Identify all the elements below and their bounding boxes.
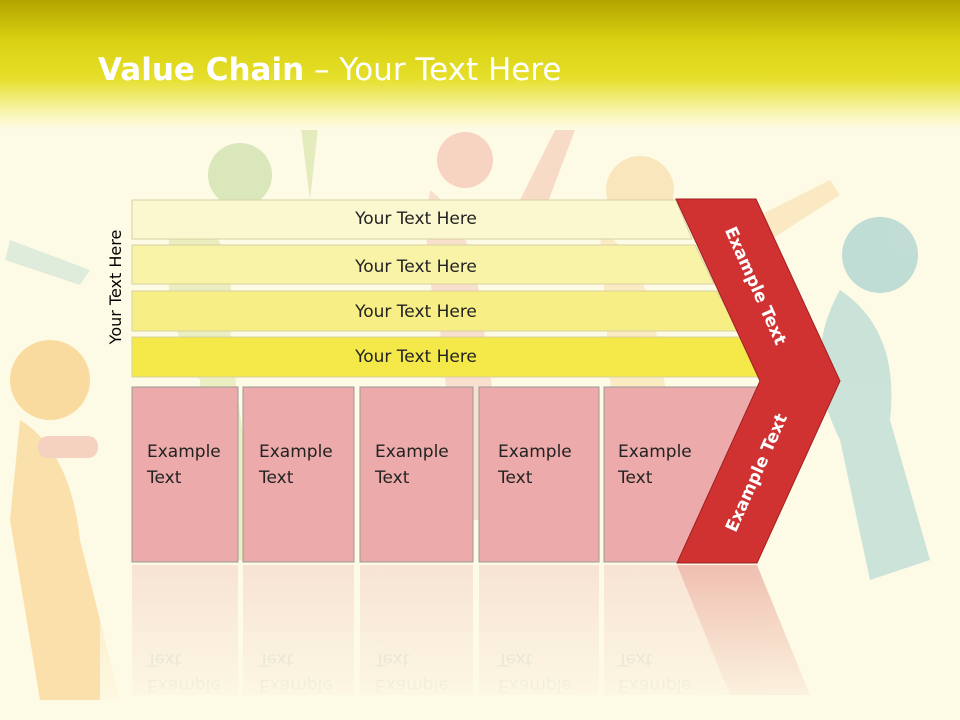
- primary-activity-label-1: Example Text: [147, 439, 221, 491]
- activity-line1: Example: [375, 442, 449, 462]
- primary-activity-label-4: Example Text: [498, 439, 572, 491]
- primary-activity-1: [131, 386, 239, 563]
- activity-line2: Text: [375, 468, 410, 488]
- activity-line2: Text: [618, 468, 653, 488]
- primary-activity-2: [242, 386, 355, 563]
- slide-title-bold: Value Chain: [98, 52, 305, 88]
- primary-activity-label-2: Example Text: [259, 439, 333, 491]
- support-band-label-4: Your Text Here: [355, 347, 477, 367]
- title-bar: [0, 0, 960, 130]
- activity-line1: Example: [498, 442, 572, 462]
- support-band-label-3: Your Text Here: [355, 302, 477, 322]
- margin-chevron: [675, 198, 841, 564]
- support-band-2: [131, 244, 715, 285]
- slide-title: Value Chain – Your Text Here: [98, 52, 561, 88]
- activity-line2: Text: [259, 468, 294, 488]
- primary-activity-4: [478, 386, 600, 563]
- activity-line1: Example: [618, 442, 692, 462]
- primary-activity-label-5: Example Text: [618, 439, 692, 491]
- activity-line2: Text: [498, 468, 533, 488]
- activity-line1: Example: [259, 442, 333, 462]
- activity-line2: Text: [147, 468, 182, 488]
- support-band-label-1: Your Text Here: [355, 209, 477, 229]
- primary-activity-label-3: Example Text: [375, 439, 449, 491]
- support-band-1: [131, 199, 693, 240]
- support-band-label-2: Your Text Here: [355, 257, 477, 277]
- slide-title-rest: – Your Text Here: [304, 52, 562, 88]
- primary-activity-3: [359, 386, 474, 563]
- vertical-axis-label: Your Text Here: [106, 229, 125, 345]
- activity-line1: Example: [147, 442, 221, 462]
